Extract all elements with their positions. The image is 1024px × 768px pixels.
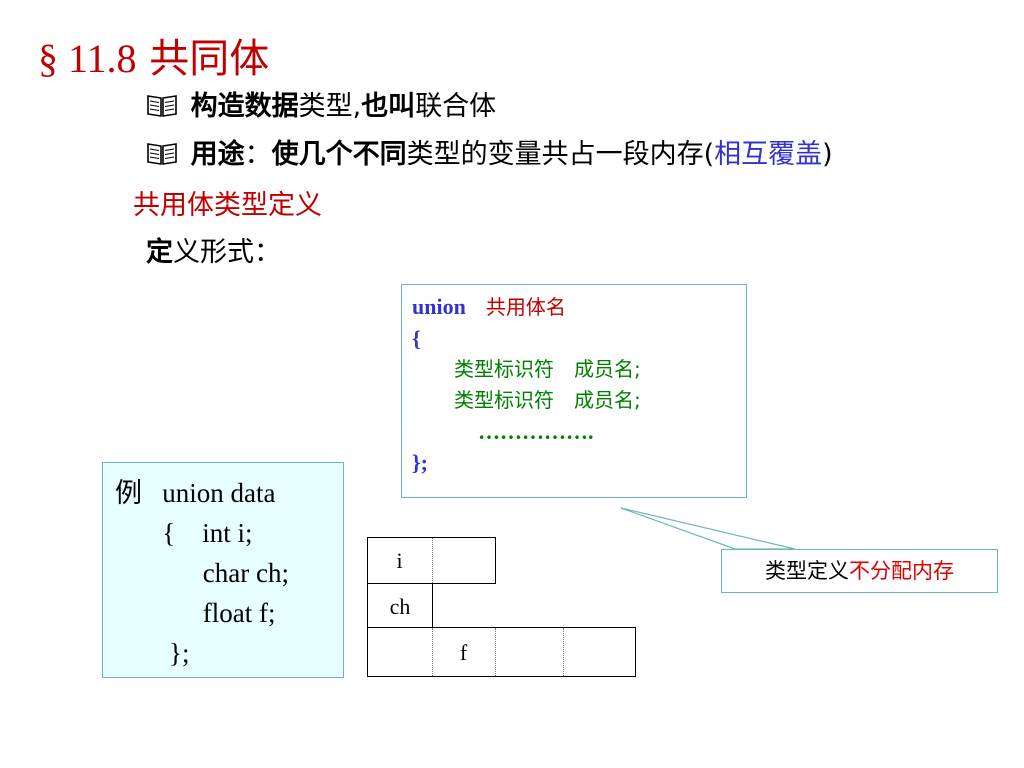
bullet-2-end: ): [822, 139, 833, 170]
syntax-name: 共用体名: [485, 295, 566, 319]
memory-divider: [432, 538, 433, 583]
syntax-member-1: 类型标识符 成员名;: [454, 357, 641, 381]
memory-label-i: i: [396, 548, 403, 573]
bullet-2: 用途：使几个不同类型的变量共占一段内存(相互覆盖): [146, 138, 833, 172]
example-code-box: 例 union data { int i; char ch; float f; …: [102, 462, 344, 678]
memory-block-ch: [367, 583, 433, 628]
bullet-2-blue: 相互覆盖: [714, 139, 823, 170]
bullet-2-normal-b: 类型的变量共占一段内存(: [406, 139, 715, 170]
memory-block-i: [367, 537, 496, 584]
memory-divider: [432, 628, 433, 676]
slide-title: § 11.8 共同体: [38, 34, 269, 84]
memory-divider: [495, 628, 496, 676]
example-line-4: float f;: [115, 598, 276, 628]
bullet-2-bold-a: 用途: [190, 139, 245, 170]
syntax-member-2: 类型标识符 成员名;: [454, 388, 641, 412]
definition-form-label: 定义形式：: [146, 236, 281, 270]
memory-block-f: [367, 627, 636, 677]
callout-note: 类型定义不分配内存: [721, 549, 998, 593]
bullet-1-bold-b: 也叫: [361, 91, 416, 122]
note-red: 不分配内存: [849, 559, 954, 583]
memory-label-f: f: [459, 640, 468, 665]
bullet-2-bold-b: 使几个不同: [271, 139, 407, 170]
section-number: § 11.8: [38, 36, 137, 81]
syntax-open-brace: {: [412, 326, 421, 351]
example-line-3: char ch;: [115, 558, 289, 588]
syntax-header: union 共用体名: [412, 291, 736, 323]
syntax-close-brace: };: [412, 450, 428, 475]
example-line-2: { int i;: [115, 518, 253, 548]
definition-form-rest: 义形式：: [173, 237, 281, 268]
example-line-5: };: [115, 638, 190, 668]
syntax-dots: …………….: [478, 419, 594, 444]
section-subtitle: 共用体类型定义: [133, 190, 322, 221]
bullet-1-normal-a: 类型,: [298, 91, 362, 122]
note-normal: 类型定义: [765, 559, 849, 583]
bullet-1-normal-b: 联合体: [415, 91, 497, 122]
memory-divider: [563, 628, 564, 676]
title-text: 共同体: [149, 36, 270, 82]
bullet-1: 构造数据类型,也叫联合体: [146, 90, 496, 124]
book-icon: [147, 143, 177, 165]
example-line-1: 例 union data: [115, 478, 276, 508]
syntax-box: union 共用体名 { 类型标识符 成员名; 类型标识符 成员名; …………….…: [401, 284, 747, 498]
book-icon: [147, 95, 177, 117]
definition-form-bold: 定: [146, 237, 173, 268]
memory-label-ch: ch: [389, 594, 411, 619]
bullet-2-normal-a: ：: [244, 139, 272, 170]
syntax-keyword: union: [412, 294, 466, 319]
bullet-1-bold-a: 构造数据: [190, 91, 299, 122]
